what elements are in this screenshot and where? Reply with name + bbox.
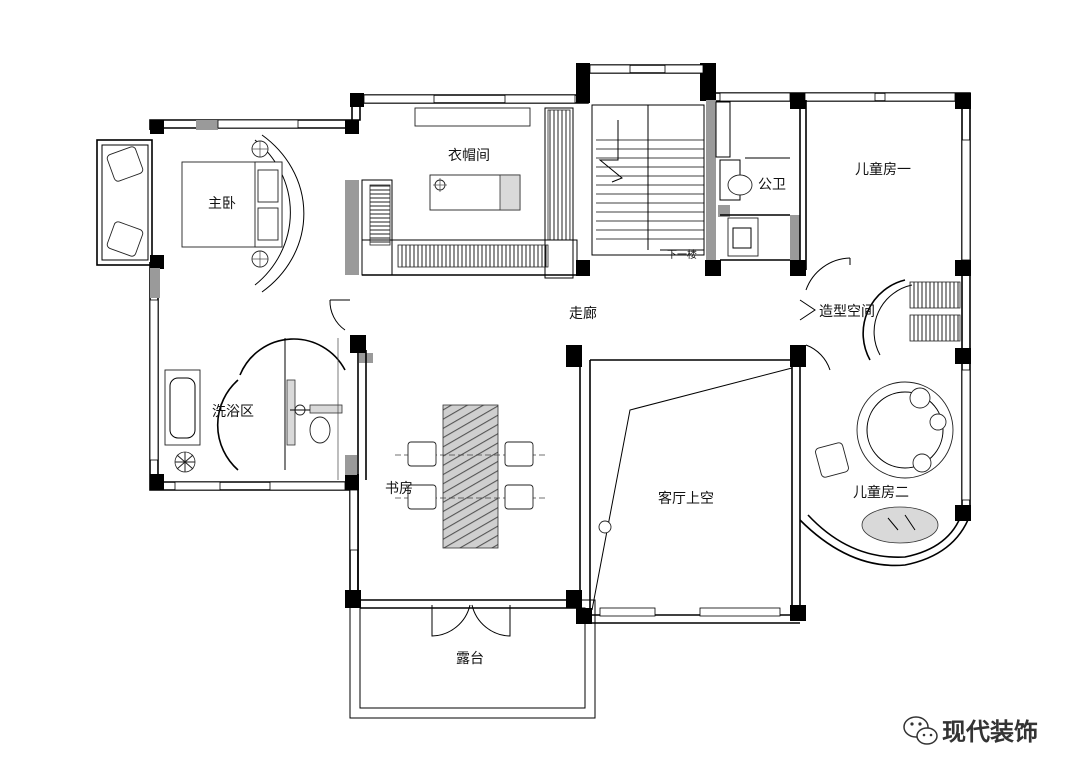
public-toilet — [715, 101, 790, 257]
watermark: 现代装饰 — [903, 716, 1038, 746]
room-label-living-void: 客厅上空 — [658, 490, 714, 507]
room-label-kids-room-one: 儿童房一 — [855, 161, 911, 178]
room-label-master-bedroom: 主卧 — [208, 196, 236, 212]
room-labels: 主卧 衣帽间 下一楼 公卫 儿童房一 走廊 造型空间 洗浴区 书房 客厅上空 儿… — [208, 148, 911, 667]
terrace — [349, 599, 596, 719]
kids-room-two — [799, 381, 971, 567]
cloakroom — [361, 107, 578, 279]
master-bedroom — [181, 134, 305, 293]
bedroom-door — [329, 299, 350, 331]
bay-window — [96, 139, 153, 266]
watermark-text: 现代装饰 — [942, 718, 1038, 746]
structural-columns — [150, 63, 971, 624]
room-label-bath-area: 洗浴区 — [212, 404, 254, 420]
room-label-feature-space: 造型空间 — [819, 304, 875, 320]
room-label-public-toilet: 公卫 — [758, 177, 786, 193]
hatched-walls — [150, 100, 800, 475]
wechat-icon — [903, 716, 938, 745]
living-void — [579, 359, 793, 615]
feature-space — [799, 279, 961, 371]
kids-room-one-walls — [799, 100, 851, 291]
study-furniture — [357, 350, 545, 600]
staircase — [591, 104, 705, 256]
windows — [149, 64, 971, 617]
corridor-walls — [362, 259, 790, 276]
room-label-cloakroom: 衣帽间 — [448, 148, 490, 164]
room-label-corridor: 走廊 — [569, 305, 597, 322]
room-label-terrace: 露台 — [456, 651, 484, 667]
room-label-kids-room-two: 儿童房二 — [853, 484, 909, 501]
room-label-stairs-down: 下一楼 — [667, 248, 697, 261]
bath-area — [164, 338, 346, 480]
room-label-study: 书房 — [385, 481, 413, 497]
plant-icon — [174, 451, 196, 473]
